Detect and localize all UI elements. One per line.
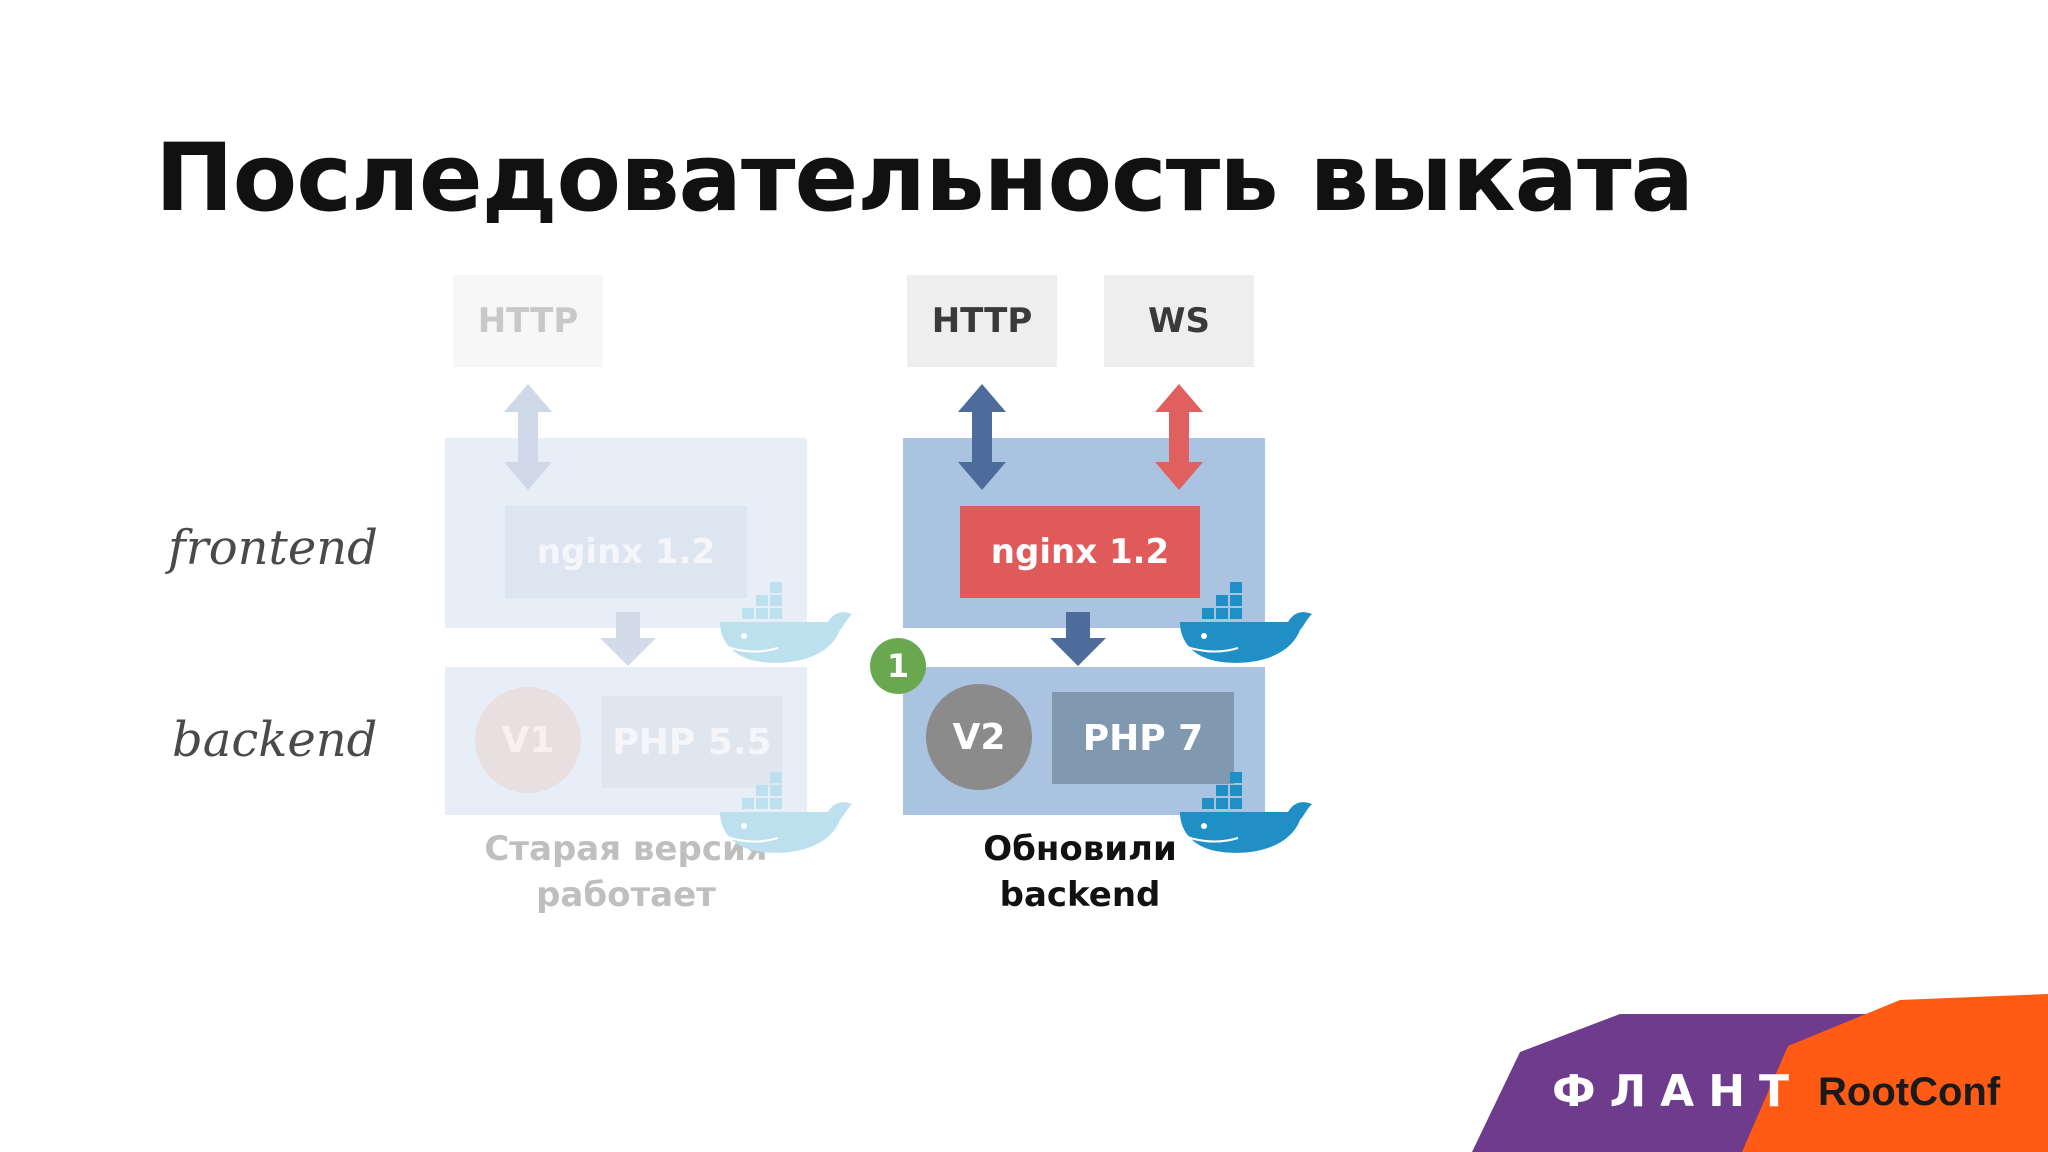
http-box-old: HTTP (453, 275, 603, 367)
step-badge: 1 (870, 638, 926, 694)
ws-box: WS (1104, 275, 1254, 367)
double-arrow-icon-http (958, 384, 1006, 490)
footer-orange-shape (1742, 994, 2048, 1152)
docker-whale-icon-new-backend (1179, 771, 1313, 854)
row-label-frontend: frontend (168, 520, 378, 576)
double-arrow-icon-old (504, 384, 552, 490)
new-caption-line2: backend (999, 875, 1161, 915)
version-circle-new: V2 (926, 684, 1032, 790)
slide-title: Последовательность выката (155, 124, 1694, 233)
version-circle-old: V1 (475, 687, 581, 793)
old-caption-line1: Старая версия (484, 829, 768, 869)
old-caption-line2: работает (536, 875, 716, 915)
new-caption-line1: Обновили (983, 829, 1177, 869)
row-label-backend: backend (172, 712, 378, 768)
docker-whale-icon-new-frontend (1179, 581, 1313, 664)
php-box-new: PHP 7 (1052, 692, 1234, 784)
nginx-box-new: nginx 1.2 (960, 506, 1200, 598)
rootconf-logo: RootConf (1818, 1070, 2001, 1114)
http-box-new: HTTP (907, 275, 1057, 367)
new-version-caption: Обновили backend (930, 826, 1230, 918)
double-arrow-icon-ws (1155, 384, 1203, 490)
down-arrow-icon-new (1050, 612, 1106, 666)
php-box-old: PHP 5.5 (602, 696, 782, 788)
old-version-caption: Старая версия работает (460, 826, 792, 918)
docker-whale-icon-old-frontend (719, 581, 853, 664)
down-arrow-icon-old (600, 612, 656, 666)
nginx-box-old: nginx 1.2 (505, 506, 747, 598)
docker-whale-icon-old-backend (719, 771, 853, 854)
flant-logo: ФЛАНТ (1552, 1066, 1804, 1117)
